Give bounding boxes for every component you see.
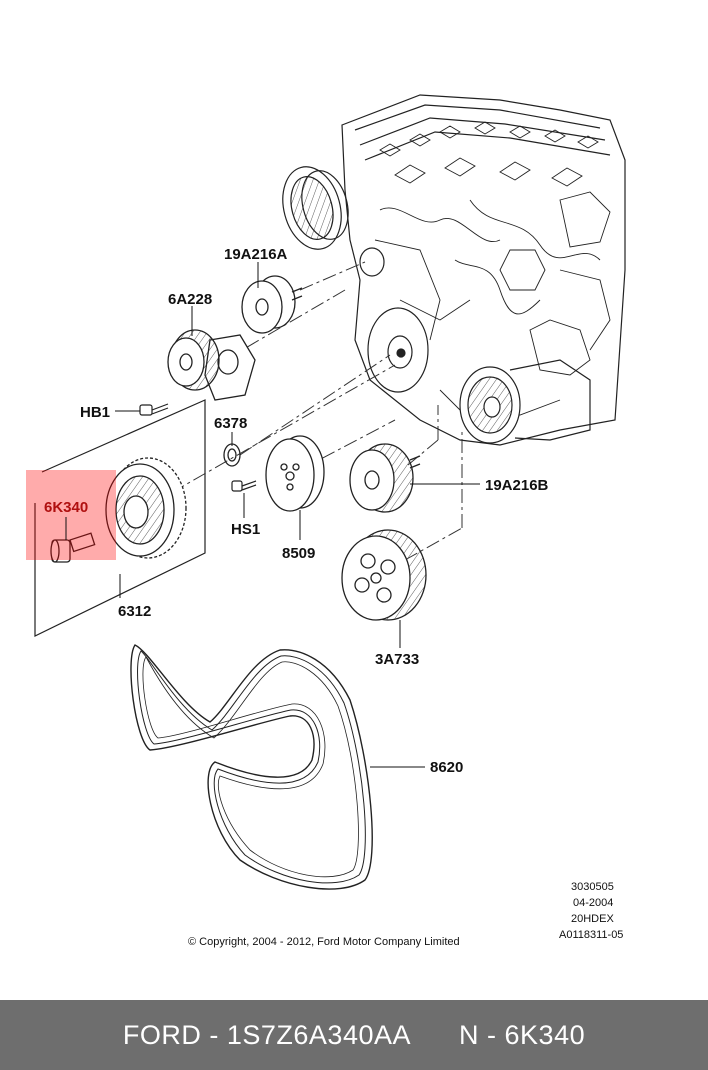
footer-bar: FORD - 1S7Z6A340AA N - 6K340 <box>0 1000 708 1070</box>
label-8620: 8620 <box>430 759 463 776</box>
label-6K340: 6K340 <box>44 499 88 516</box>
crank-bolt-6K340 <box>50 532 96 563</box>
leader-lines <box>65 262 480 768</box>
crank-pulley-frame <box>34 399 206 637</box>
label-6A228: 6A228 <box>168 291 212 308</box>
idler-pulley-19A216B <box>349 443 421 513</box>
label-HB1: HB1 <box>80 404 110 421</box>
label-HS1: HS1 <box>231 521 260 538</box>
label-6378: 6378 <box>214 415 247 432</box>
crankshaft-pulley-6312 <box>105 457 187 559</box>
meta-line-1: 3030505 <box>571 881 614 893</box>
water-pump-pulley-8509 <box>265 435 325 512</box>
drive-belt-8620 <box>130 644 373 890</box>
footer-part-number: N - 6K340 <box>459 1019 586 1050</box>
bolt-HS1 <box>231 480 257 492</box>
label-19A216B: 19A216B <box>485 477 549 494</box>
meta-line-4: A0118311-05 <box>559 929 623 941</box>
label-19A216A: 19A216A <box>224 246 288 263</box>
label-6312: 6312 <box>118 603 151 620</box>
label-3A733: 3A733 <box>375 651 419 668</box>
belt-tensioner-6A228 <box>167 329 256 401</box>
power-steering-pulley-3A733 <box>341 529 427 621</box>
bolt-HB1 <box>139 403 169 416</box>
exploded-parts-diagram: 19A216A 6A228 HB1 6378 6K340 HS1 19A216B… <box>26 94 626 948</box>
footer-spacer <box>411 1020 459 1051</box>
idler-pulley-19A216A <box>241 275 303 334</box>
meta-line-2: 04-2004 <box>573 897 613 909</box>
footer-brand-part: FORD - 1S7Z6A340AA <box>122 1019 412 1050</box>
engine-block <box>282 94 626 446</box>
highlight-box <box>26 470 116 560</box>
label-8509: 8509 <box>282 545 315 562</box>
copyright-text: © Copyright, 2004 - 2012, Ford Motor Com… <box>188 936 460 948</box>
meta-line-3: 20HDEX <box>571 913 614 925</box>
